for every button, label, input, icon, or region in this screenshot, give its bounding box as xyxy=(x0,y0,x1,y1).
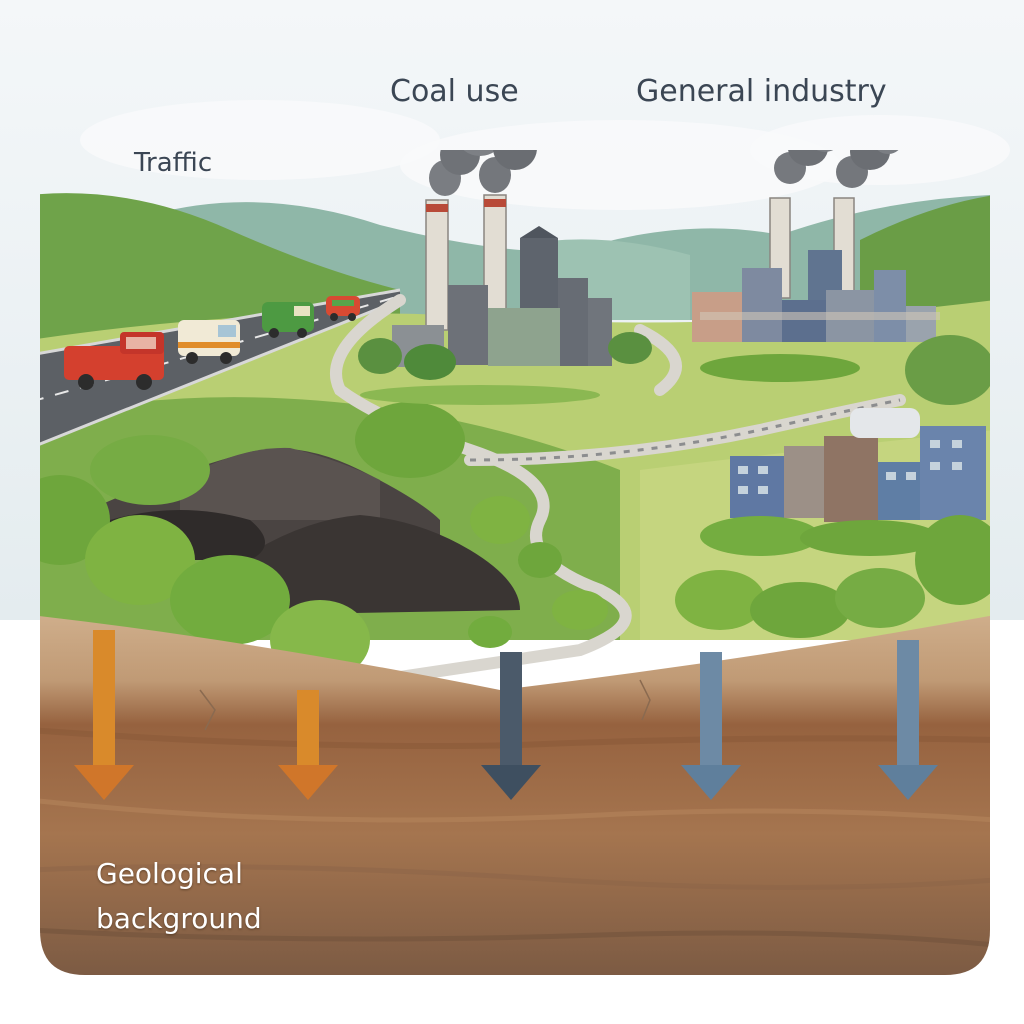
arrow-industry-1 xyxy=(681,652,741,800)
arrow-industry-2 xyxy=(878,640,938,800)
label-geological-line2: background xyxy=(96,901,262,935)
local-roads xyxy=(330,294,906,686)
coal-power-plant xyxy=(358,150,652,380)
chimney-left xyxy=(425,199,449,331)
arrow-traffic-2 xyxy=(278,690,338,800)
smoke-plumes xyxy=(429,150,537,196)
white-van xyxy=(178,320,240,364)
label-geological-background: Geological background xyxy=(96,852,262,942)
arrow-coal-use xyxy=(481,652,541,800)
small-car xyxy=(326,296,360,321)
arrow-traffic-1 xyxy=(74,630,134,800)
industry-complex-top xyxy=(692,150,940,342)
industry-complex-middle xyxy=(730,408,986,522)
red-truck xyxy=(64,332,164,390)
deposition-arrows xyxy=(74,630,938,800)
label-geological-line1: Geological xyxy=(96,857,243,890)
green-van xyxy=(262,302,314,338)
label-general-industry: General industry xyxy=(636,74,887,109)
trees xyxy=(40,335,990,680)
vehicles xyxy=(64,296,360,390)
label-coal-use: Coal use xyxy=(390,74,519,109)
label-traffic: Traffic xyxy=(134,148,213,178)
